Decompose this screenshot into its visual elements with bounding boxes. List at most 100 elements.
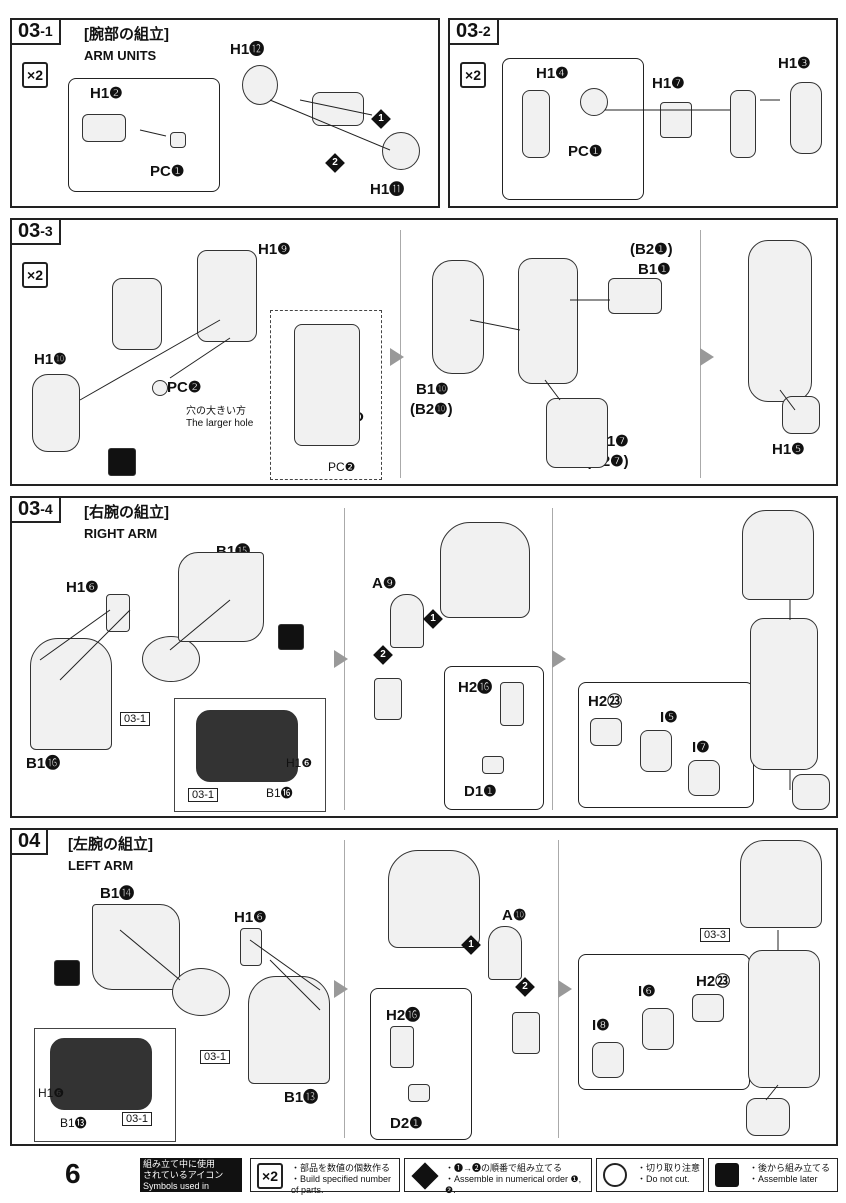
step-03-2-panel: 03-2 ×2 H1❹ H1❼ H1❸ PC❶ [448, 18, 838, 208]
detail-inset [444, 666, 544, 810]
part-shape [746, 1098, 790, 1136]
part-shape [546, 398, 608, 468]
part-shape [32, 374, 80, 452]
part-label: I❽ [592, 1017, 610, 1034]
part-label: D1❶ [464, 783, 497, 800]
step-03-1-panel: 03-1 [腕部の組立] ARM UNITS ×2 H1⓬ H1❷ PC❶ H1… [10, 18, 440, 208]
part-shape [782, 396, 820, 434]
part-label: H1❹ [536, 65, 569, 82]
step-tag: 03-3 [10, 218, 61, 245]
part-shape [382, 132, 420, 170]
step-title-jp: [左腕の組立] [68, 836, 153, 853]
do-not-cut-icon [603, 1163, 627, 1187]
part-shape [50, 1038, 152, 1110]
part-label: H1❸ [778, 55, 811, 72]
multiplier-icon: ×2 [22, 62, 48, 88]
order-marker-1: 1 [371, 109, 391, 129]
part-shape [390, 1026, 414, 1068]
part-shape [106, 594, 130, 632]
part-shape [512, 1012, 540, 1054]
part-shape [748, 240, 812, 402]
assemble-later-icon [715, 1163, 739, 1187]
step-ref: 03-1 [200, 1050, 231, 1064]
part-shape [432, 260, 484, 374]
step-title-jp: [右腕の組立] [84, 504, 169, 521]
part-shape [440, 522, 530, 618]
part-shape [240, 928, 262, 966]
order-marker-2: 2 [373, 645, 393, 665]
part-label: H1❺ [772, 441, 805, 458]
part-shape [790, 82, 822, 154]
step-title-en: LEFT ARM [68, 858, 134, 873]
page-number: 6 [65, 1158, 81, 1189]
part-label: I❺ [660, 709, 678, 726]
part-label: H2㉓ [588, 693, 623, 710]
part-shape [242, 65, 278, 105]
next-arrow [390, 348, 404, 366]
part-label: H2㉓ [696, 973, 731, 990]
part-shape [312, 92, 364, 126]
order-marker-1: 1 [461, 935, 481, 955]
part-label: H1❾ [258, 241, 291, 258]
part-shape [152, 380, 168, 396]
part-shape [112, 278, 162, 350]
part-label: B1⓰ [26, 755, 61, 772]
step-ref: 03-1 [120, 712, 151, 726]
part-shape [82, 114, 126, 142]
part-shape [390, 594, 424, 648]
legend-item-order: ・❶→❷の順番で組み立てる・Assemble in numerical orde… [404, 1158, 592, 1195]
part-label: B1❶ [638, 261, 671, 278]
part-shape [170, 132, 186, 148]
part-shape [374, 678, 402, 720]
later-icon [54, 960, 80, 986]
part-shape [608, 278, 662, 314]
step-tag: 03-4 [10, 496, 61, 523]
part-label: D2❶ [390, 1115, 423, 1132]
part-shape [388, 850, 480, 948]
part-shape [688, 760, 720, 796]
part-label: B1⓰ [266, 786, 293, 800]
part-label: I❻ [638, 983, 656, 1000]
next-arrow [700, 348, 714, 366]
part-label: I❼ [692, 739, 710, 756]
multiplier-icon: ×2 [257, 1163, 283, 1189]
step-03-4-panel: 03-4 [右腕の組立] RIGHT ARM B1⓯ H1❻ B1⓰ 03-1 … [10, 496, 838, 818]
part-shape [792, 774, 830, 810]
part-shape [172, 968, 230, 1016]
part-shape [642, 1008, 674, 1050]
order-marker-1: 1 [423, 609, 443, 629]
step-title-en: RIGHT ARM [84, 526, 158, 541]
part-label: B1⓭ [60, 1116, 87, 1130]
step-ref: 03-1 [188, 788, 219, 802]
step-04-panel: 04 [左腕の組立] LEFT ARM B1⓮ H1❻ B1⓭ 03-1 H1❻… [10, 828, 838, 1146]
part-label: H1❻ [234, 909, 267, 926]
part-label: H1❿ [34, 351, 67, 368]
part-shape [660, 102, 692, 138]
legend-item-later: ・後から組み立てる・Assemble later [708, 1158, 838, 1192]
part-shape [197, 250, 257, 342]
multiplier-icon: ×2 [460, 62, 486, 88]
part-shape [730, 90, 756, 158]
legend-item-multiplier: ×2 ・部品を数値の個数作る・Build specified number of… [250, 1158, 400, 1195]
step-tag: 03-1 [10, 18, 61, 45]
part-label: H1❷ [90, 85, 123, 102]
later-icon [108, 448, 136, 476]
part-shape [196, 710, 298, 782]
part-shape [692, 994, 724, 1022]
part-label: PC❶ [568, 143, 603, 160]
part-shape [592, 1042, 624, 1078]
step-title-en: ARM UNITS [84, 48, 157, 63]
part-label: (B2❿) [410, 401, 453, 418]
part-label: A❾ [372, 575, 397, 592]
step-tag: 03-2 [448, 18, 499, 45]
step-title-jp: [腕部の組立] [84, 26, 169, 43]
next-arrow [334, 980, 348, 998]
part-label: B1❿ [416, 381, 449, 398]
step-tag: 04 [10, 828, 49, 855]
part-label: H2⓰ [458, 679, 493, 696]
part-label: H1❻ [38, 1086, 65, 1100]
part-shape [580, 88, 608, 116]
order-icon [411, 1162, 439, 1190]
